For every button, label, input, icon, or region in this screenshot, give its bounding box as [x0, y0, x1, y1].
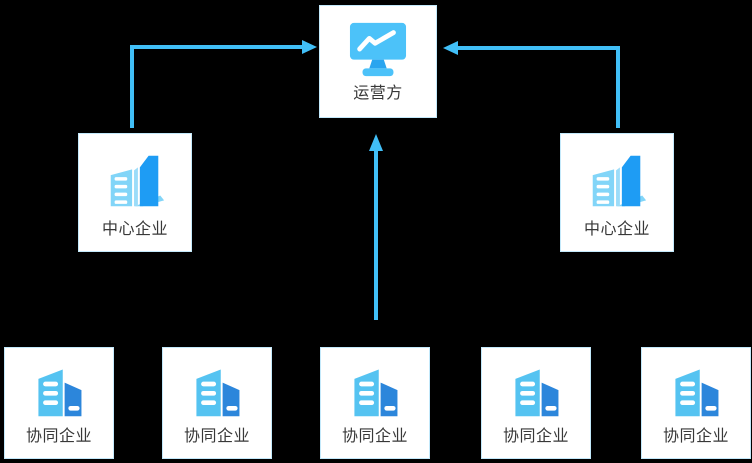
- node-collab-enterprise-label: 协同企业: [25, 427, 92, 445]
- node-collab-enterprise-2: 协同企业: [162, 347, 272, 459]
- arrowhead-right-icon: [302, 40, 317, 54]
- node-collab-enterprise-label: 协同企业: [662, 427, 729, 445]
- node-collab-enterprise-1: 协同企业: [4, 347, 114, 459]
- node-center-enterprise-label: 中心企业: [583, 220, 650, 238]
- node-collab-enterprise-label: 协同企业: [183, 427, 250, 445]
- node-center-enterprise-right: 中心企业: [560, 133, 674, 252]
- company-building-icon: [345, 362, 405, 420]
- node-center-enterprise-label: 中心企业: [101, 220, 168, 238]
- office-buildings-icon: [582, 148, 652, 214]
- company-building-icon: [29, 362, 89, 420]
- arrow-center-left-to-operator: [130, 40, 317, 128]
- arrowhead-left-icon: [443, 41, 458, 55]
- arrow-collab-to-operator: [369, 134, 383, 320]
- node-collab-enterprise-3: 协同企业: [320, 347, 430, 459]
- node-collab-enterprise-5: 协同企业: [641, 347, 751, 459]
- monitor-chart-icon: [347, 21, 409, 79]
- company-building-icon: [666, 362, 726, 420]
- node-collab-enterprise-label: 协同企业: [502, 427, 569, 445]
- node-collab-enterprise-label: 协同企业: [341, 427, 408, 445]
- arrow-center-right-to-operator: [443, 41, 620, 128]
- node-collab-enterprise-4: 协同企业: [481, 347, 591, 459]
- company-building-icon: [506, 362, 566, 420]
- node-operator: 运营方: [319, 5, 437, 118]
- office-buildings-icon: [100, 148, 170, 214]
- company-building-icon: [187, 362, 247, 420]
- node-operator-label: 运营方: [353, 85, 403, 102]
- node-center-enterprise-left: 中心企业: [78, 133, 192, 252]
- arrowhead-up-icon: [369, 134, 383, 151]
